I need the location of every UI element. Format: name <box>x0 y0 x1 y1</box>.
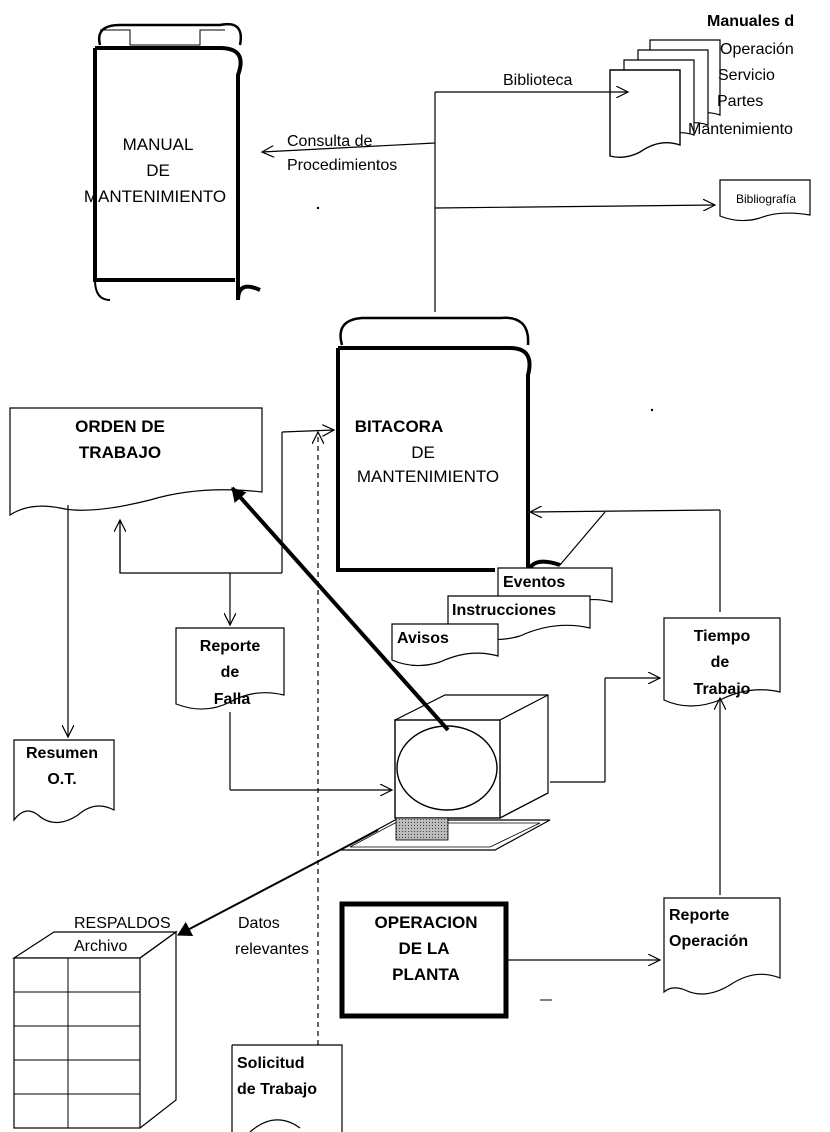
orden-line2: TRABAJO <box>79 443 161 462</box>
reporte-falla-line1: Reporte <box>200 638 261 655</box>
flow-connectors <box>68 430 720 960</box>
manuales-item-servicio: Servicio <box>718 67 775 84</box>
resumen-line1: Resumen <box>26 745 98 762</box>
datos-line2: relevantes <box>235 941 309 958</box>
manual-line3: MANTENIMIENTO <box>84 187 226 206</box>
operacion-planta-box: OPERACION DE LA PLANTA <box>342 904 506 1016</box>
stray-mark <box>317 207 319 209</box>
manual-mantenimiento-book: MANUAL DE MANTENIMIENTO <box>84 24 260 300</box>
resumen-ot-document: Resumen O.T. <box>14 740 114 823</box>
avisos-label: Avisos <box>397 630 449 647</box>
reporte-op-line1: Reporte <box>669 907 730 924</box>
operacion-line1: OPERACION <box>375 913 478 932</box>
reporte-op-line2: Operación <box>669 933 748 950</box>
monitor-screen <box>397 726 497 810</box>
respaldos-line2: Archivo <box>74 938 127 955</box>
consulta-line2: Procedimientos <box>287 157 397 174</box>
manual-line2: DE <box>146 161 170 180</box>
manuales-title: Manuales d <box>707 13 794 30</box>
consulta-line1: Consulta de <box>287 133 372 150</box>
resumen-line2: O.T. <box>47 771 76 788</box>
manuales-item-partes: Partes <box>717 93 763 110</box>
instrucciones-label: Instrucciones <box>452 602 556 619</box>
bitacora-line2: DE <box>411 443 435 462</box>
reporte-operacion-document: Reporte Operación <box>664 898 780 994</box>
solicitud-line2: de Trabajo <box>237 1081 317 1098</box>
bibliografia-label: Bibliografía <box>736 192 796 206</box>
operacion-line3: PLANTA <box>392 965 460 984</box>
orden-line1: ORDEN DE <box>75 417 165 436</box>
tiempo-line3: Trabajo <box>694 681 751 698</box>
reporte-falla-document: Reporte de Falla <box>176 628 284 709</box>
reporte-falla-line2: de <box>221 664 240 681</box>
eventos-label: Eventos <box>503 574 565 591</box>
computer-terminal <box>340 695 550 850</box>
tiempo-trabajo-document: Tiempo de Trabajo <box>664 618 780 706</box>
stray-mark <box>651 409 653 411</box>
manuales-item-operacion: Operación <box>720 41 794 58</box>
bibliografia-document: Bibliografía <box>720 180 810 221</box>
solicitud-line1: Solicitud <box>237 1055 305 1072</box>
bitacora-line1: BITACORA <box>355 417 443 436</box>
datos-line1: Datos <box>238 915 280 932</box>
respaldos-line1: RESPALDOS <box>74 915 171 932</box>
manuales-stack: Manuales d Operación Servicio Partes Man… <box>610 13 794 157</box>
bitacora-book: BITACORA DE MANTENIMIENTO <box>338 318 560 575</box>
eventos-stack: Eventos Instrucciones Avisos <box>392 568 612 666</box>
tiempo-line1: Tiempo <box>694 628 751 645</box>
solicitud-trabajo-document: Solicitud de Trabajo <box>232 1045 342 1132</box>
keyboard-block <box>396 818 448 840</box>
orden-trabajo-document: ORDEN DE TRABAJO <box>10 408 262 515</box>
bitacora-line3: MANTENIMIENTO <box>357 467 499 486</box>
biblioteca-label: Biblioteca <box>503 72 572 89</box>
manuales-item-mantenimiento: Mantenimiento <box>688 121 793 138</box>
respaldos-cabinet <box>14 932 176 1128</box>
reporte-falla-line3: Falla <box>214 691 251 708</box>
operacion-line2: DE LA <box>399 939 450 958</box>
tiempo-line2: de <box>711 654 730 671</box>
manual-line1: MANUAL <box>123 135 194 154</box>
